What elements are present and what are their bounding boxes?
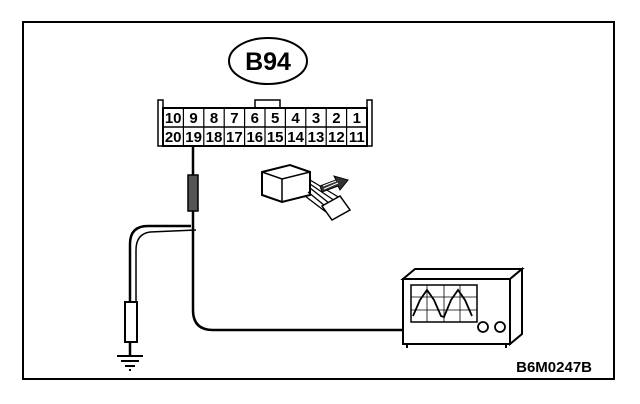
connector-label-ellipse [228,37,308,85]
connector-pin-16: 16 [246,129,263,146]
ground-symbol [117,355,143,371]
connector-pin-1: 1 [353,110,361,127]
connector-pin-9: 9 [189,110,197,127]
harness-tube [320,195,352,221]
connector-label: B94 [228,37,308,85]
oscilloscope-side [509,266,523,347]
connector-label-text: B94 [245,48,291,76]
oscilloscope [400,266,525,348]
connector-lock-tab [254,99,281,108]
oscilloscope-top [400,268,525,280]
connector-pin-6: 6 [251,110,259,127]
insertion-arrow-icon [319,175,349,193]
connector-side-tab-right [366,99,373,147]
connector-pin-5: 5 [271,110,279,127]
figure-code: B6M0247B [516,359,592,376]
connector-pin-15: 15 [267,129,284,146]
connector-pin-11: 11 [349,129,365,146]
connector-side-tab-left [157,99,164,147]
connector-housing-rear [261,163,311,204]
probe-wire [191,146,480,332]
ground-lead-return [135,229,197,306]
connector-pin-17: 17 [226,129,243,146]
ground-lead-connector [124,301,138,343]
connector-pin-12: 12 [328,129,345,146]
connector-pin-2: 2 [332,110,340,127]
connector-pin-19: 19 [185,129,202,146]
oscilloscope-waveform [412,288,473,319]
probe-sleeve [187,174,199,212]
oscilloscope-knob-1 [477,321,489,333]
connector-pin-20: 20 [165,129,182,146]
connector-pin-14: 14 [287,129,304,146]
probe-insertion-illustration [261,163,352,221]
connector-pin-10: 10 [165,110,182,127]
connector-pin-8: 8 [210,110,218,127]
connector-pin-3: 3 [312,110,320,127]
connector-pin-18: 18 [206,129,223,146]
connector-pin-4: 4 [291,110,300,127]
ground-lead [128,224,191,356]
oscilloscope-knob-2 [494,321,506,333]
connector-pin-13: 13 [308,129,325,146]
connector-pin-7: 7 [230,110,238,127]
